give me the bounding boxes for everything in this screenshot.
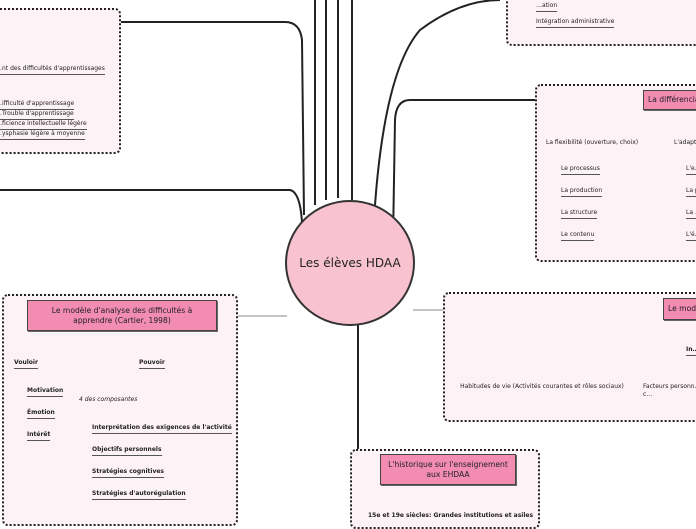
difficultes-item: …ysphasie légère à moyenne — [0, 130, 85, 140]
vouloir-item: Émotion — [27, 409, 55, 419]
facteurs-label: Facteurs personn… c… — [643, 383, 696, 398]
vouloir-item: Motivation — [27, 387, 64, 397]
pouvoir-item: Objectifs personnels — [92, 446, 162, 456]
topic-differenciation[interactable]: La différencia… — [643, 90, 696, 110]
vouloir-label: Vouloir — [14, 359, 38, 369]
group-difficultes: …nt des difficultés d'apprentissages …if… — [0, 8, 121, 154]
pouvoir-item: Stratégies d'autorégulation — [92, 490, 186, 500]
difficultes-item: …ficience intellectuelle légère — [0, 120, 87, 130]
topic-historique[interactable]: L'historique sur l'enseignement aux EHDA… — [380, 454, 516, 485]
group-integration: …ation Intégration administrative — [506, 0, 696, 46]
historique-item: 15e et 19e siècles: Grandes institutions… — [368, 512, 534, 519]
composantes-label: 4 des composantes — [79, 396, 138, 403]
diff-item: Le contenu — [561, 231, 595, 241]
adapt-item: La … — [686, 209, 696, 219]
difficultes-item: …Trouble d'apprentissage — [0, 110, 74, 120]
central-topic[interactable]: Les élèves HDAA — [285, 200, 415, 326]
topic-modele-analyse[interactable]: Le modèle d'analyse des difficultés à ap… — [27, 300, 217, 331]
diff-item: Le processus — [561, 165, 600, 175]
group-modele-analyse — [2, 294, 238, 526]
group-differenciation — [535, 84, 696, 262]
adaptation-label: L'adapta… — [674, 139, 696, 146]
habitudes-label: Habitudes de vie (Activités courantes et… — [460, 383, 624, 390]
pouvoir-item: Stratégies cognitives — [92, 468, 164, 478]
topic-modele-right[interactable]: Le mod… — [663, 298, 696, 320]
pouvoir-item: Interprétation des exigences de l'activi… — [92, 424, 232, 434]
adapt-item: L'é… — [686, 231, 696, 241]
mod-right-in: In… — [686, 346, 696, 356]
diff-item: La structure — [561, 209, 598, 219]
flexibilite-label: La flexibilité (ouverture, choix) — [546, 139, 639, 146]
difficultes-main-label: …nt des difficultés d'apprentissages — [0, 65, 105, 75]
difficultes-item: …ifficulté d'apprentissage — [0, 100, 75, 110]
adapt-item: La p… — [686, 187, 696, 197]
adapt-item: L'e… — [686, 165, 696, 175]
integration-item: Intégration administrative — [536, 18, 615, 28]
diff-item: La production — [561, 187, 603, 197]
vouloir-item: Intérêt — [27, 431, 51, 441]
pouvoir-label: Pouvoir — [139, 359, 165, 369]
group-modele-right — [443, 292, 696, 422]
integration-item: …ation — [536, 2, 558, 12]
